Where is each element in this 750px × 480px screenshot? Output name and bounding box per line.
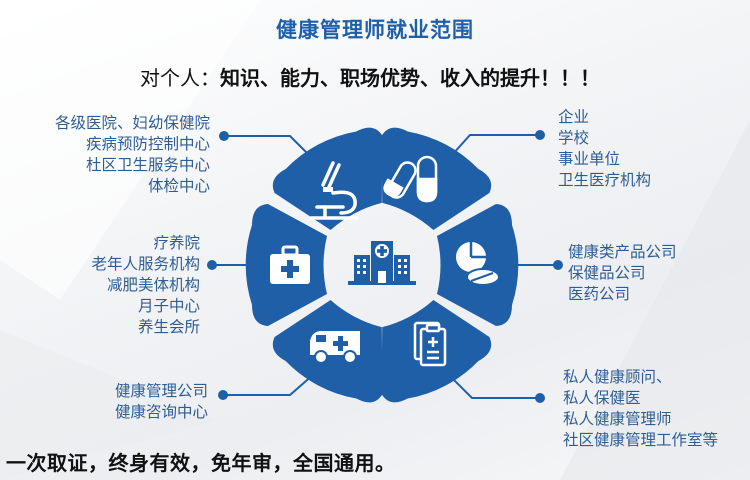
list-item: 私人健康管理师	[563, 410, 672, 428]
list-item: 企业	[558, 108, 590, 126]
list-item: 杜区卫生服务中心	[85, 156, 210, 174]
connector-lines	[207, 130, 563, 403]
ambulance-icon	[310, 331, 360, 364]
group-bottom-left: 健康管理公司 健康咨询中心	[20, 381, 208, 423]
list-item: 体检中心	[147, 177, 210, 195]
microscope-icon	[309, 161, 359, 220]
list-item: 学校	[558, 129, 590, 147]
list-item: 健康管理公司	[114, 382, 208, 400]
list-item: 卫生医疗机构	[558, 171, 652, 189]
list-item: 健康类产品公司	[568, 243, 677, 261]
list-item: 月子中心	[137, 297, 200, 315]
group-left: 疗养院 老年人服务机构 减肥美体机构 月子中心 养生会所	[20, 233, 200, 338]
list-item: 养生会所	[137, 318, 200, 336]
page-title: 健康管理师就业范围	[276, 18, 474, 42]
hospital-icon	[348, 241, 416, 285]
group-top-right: 企业 学校 事业单位 卫生医疗机构	[558, 107, 651, 191]
list-item: 医药公司	[568, 285, 631, 303]
list-item: 私人保健医	[563, 389, 641, 407]
subtitle: 对个人：知识、能力、职场优势、收入的提升！！！	[140, 62, 600, 91]
subtitle-lead: 对个人：	[140, 66, 220, 90]
list-item: 保健品公司	[568, 264, 646, 282]
capsules-icon	[383, 155, 438, 203]
subtitle-benefits: 知识、能力、职场优势、收入的提升！！！	[220, 66, 600, 90]
list-item: 私人健康顾问、	[563, 368, 672, 386]
first-aid-kit-icon	[270, 245, 310, 284]
list-item: 疗养院	[153, 234, 200, 252]
clipboard-medical-icon	[413, 321, 447, 367]
list-item: 各级医院、妇幼保健院	[54, 114, 210, 132]
pie-chart-pill-icon	[456, 242, 500, 286]
list-item: 社区健康管理工作室等	[563, 431, 719, 449]
group-top-left: 各级医院、妇幼保健院 疾病预防控制中心 杜区卫生服务中心 体检中心	[20, 113, 210, 197]
list-item: 疾病预防控制中心	[85, 135, 210, 153]
footer-slogan: 一次取证，终身有效，免年审，全国通用。	[6, 451, 396, 475]
list-item: 减肥美体机构	[106, 276, 200, 294]
list-item: 健康咨询中心	[114, 403, 208, 421]
group-right: 健康类产品公司 保健品公司 医药公司	[568, 242, 677, 305]
list-item: 老年人服务机构	[91, 255, 200, 273]
list-item: 事业单位	[558, 150, 621, 168]
group-bottom-right: 私人健康顾问、 私人保健医 私人健康管理师 社区健康管理工作室等	[563, 367, 718, 451]
